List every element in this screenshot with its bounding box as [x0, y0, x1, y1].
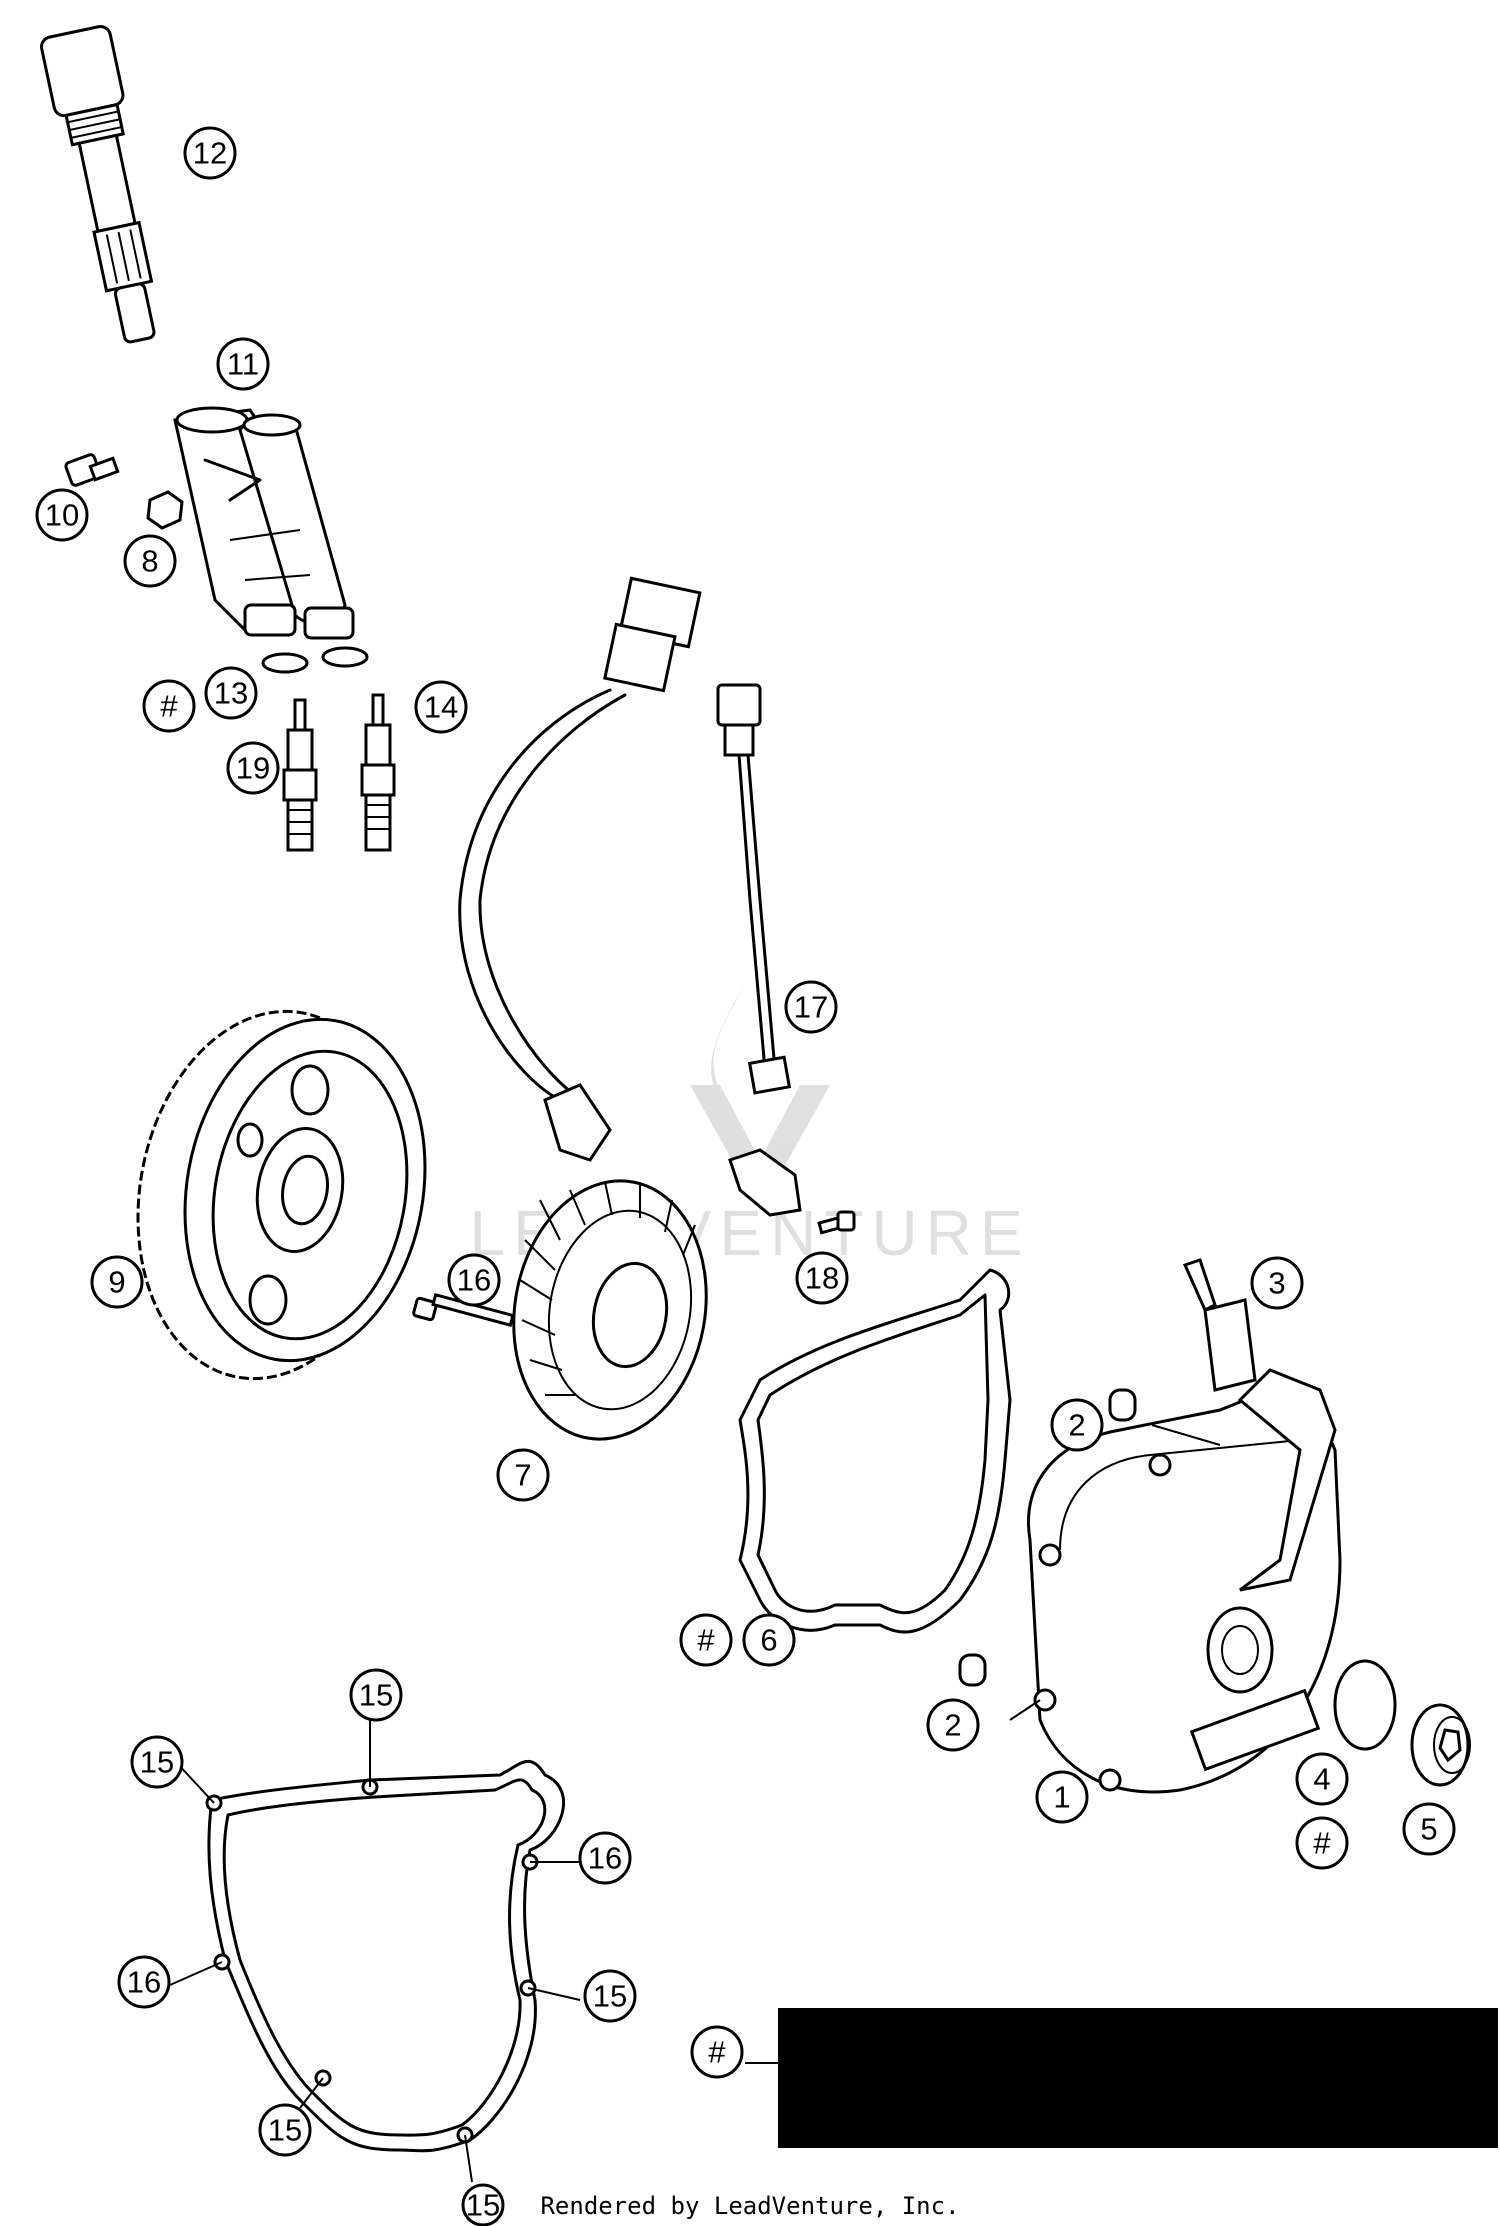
callout-12: 12: [183, 126, 237, 180]
callout-10: 10: [35, 488, 89, 542]
svg-text:12: 12: [193, 136, 227, 171]
callout-16-b: 16: [578, 1831, 632, 1885]
callout-15-c: 15: [583, 1969, 637, 2023]
dowel-pins: [958, 1388, 1137, 1687]
cover-gasket-inner: [756, 1293, 990, 1615]
legend-bar: [778, 2008, 1498, 2148]
pickup-sensor: [716, 683, 802, 1217]
nut-8: [146, 490, 184, 530]
callout-15-d: 15: [258, 2103, 312, 2157]
ignition-cover: [1027, 1368, 1342, 1794]
coil-holder: [173, 406, 355, 640]
callout-hash-6: #: [679, 1613, 733, 1667]
svg-text:7: 7: [514, 1458, 531, 1493]
svg-text:15: 15: [268, 2113, 302, 2148]
callout-9: 9: [90, 1255, 144, 1309]
cover-gasket: [738, 1268, 1012, 1634]
o-rings: [261, 646, 369, 674]
bolt-10: [64, 453, 120, 487]
svg-text:9: 9: [108, 1265, 125, 1300]
ignition-coil: [40, 25, 156, 344]
callout-hash-legend: #: [690, 2025, 744, 2079]
svg-text:16: 16: [588, 1841, 622, 1876]
callout-hash-13: #: [142, 679, 196, 733]
bracket-3: [1182, 1258, 1257, 1392]
callout-1: 1: [1035, 1770, 1089, 1824]
callout-13: 13: [204, 666, 258, 720]
svg-text:19: 19: [236, 751, 270, 786]
cover-gasket-outline: [205, 1759, 565, 2153]
svg-text:16: 16: [127, 1965, 161, 2000]
callout-2-b: 2: [926, 1698, 980, 1752]
screw-18: [817, 1210, 856, 1235]
callout-4: 4: [1295, 1752, 1349, 1806]
callout-16-c: 16: [117, 1955, 171, 2009]
callout-19: 19: [226, 741, 280, 795]
svg-text:2: 2: [1068, 1408, 1085, 1443]
svg-text:15: 15: [593, 1979, 627, 2014]
svg-text:14: 14: [424, 690, 458, 725]
callout-8: 8: [123, 534, 177, 588]
svg-text:4: 4: [1313, 1762, 1330, 1797]
svg-text:#: #: [160, 689, 178, 724]
callout-6: 6: [742, 1613, 796, 1667]
callout-5: 5: [1402, 1802, 1456, 1856]
svg-text:11: 11: [227, 347, 259, 382]
svg-text:#: #: [697, 1623, 715, 1658]
o-ring-4: [1333, 1659, 1397, 1751]
callout-14: 14: [414, 680, 468, 734]
stator-harness: [458, 576, 702, 1162]
callout-16-a: 16: [447, 1253, 501, 1307]
rendered-by-footer: Rendered by LeadVenture, Inc.: [540, 2192, 960, 2220]
callout-7: 7: [496, 1448, 550, 1502]
svg-text:15: 15: [466, 2188, 500, 2223]
callout-hash-4: #: [1295, 1816, 1349, 1870]
leader-lines: [169, 1424, 1221, 2183]
svg-text:#: #: [708, 2035, 726, 2070]
svg-text:18: 18: [805, 1261, 839, 1296]
svg-text:13: 13: [214, 676, 248, 711]
callout-15-e: 15: [461, 2183, 505, 2226]
svg-text:#: #: [1313, 1826, 1331, 1861]
svg-text:6: 6: [760, 1623, 777, 1658]
svg-text:5: 5: [1420, 1812, 1437, 1847]
callout-2-a: 2: [1050, 1398, 1104, 1452]
stator: [512, 1179, 708, 1441]
callout-11: 11: [216, 337, 270, 391]
svg-text:3: 3: [1268, 1266, 1285, 1301]
callout-18: 18: [795, 1251, 849, 1305]
svg-text:16: 16: [457, 1263, 491, 1298]
svg-text:15: 15: [140, 1745, 174, 1780]
flywheel-rotor: [136, 1009, 427, 1381]
svg-text:17: 17: [794, 990, 828, 1025]
callout-3: 3: [1250, 1256, 1304, 1310]
callout-15-a: 15: [349, 1668, 403, 1722]
callout-17: 17: [784, 980, 838, 1034]
svg-text:10: 10: [45, 498, 79, 533]
svg-text:15: 15: [359, 1678, 393, 1713]
spark-plugs: [282, 693, 396, 852]
cover-plug-5: [1410, 1703, 1471, 1787]
callout-15-b: 15: [130, 1735, 184, 1789]
svg-text:8: 8: [141, 544, 158, 579]
svg-text:1: 1: [1053, 1780, 1070, 1815]
svg-text:2: 2: [944, 1708, 961, 1743]
